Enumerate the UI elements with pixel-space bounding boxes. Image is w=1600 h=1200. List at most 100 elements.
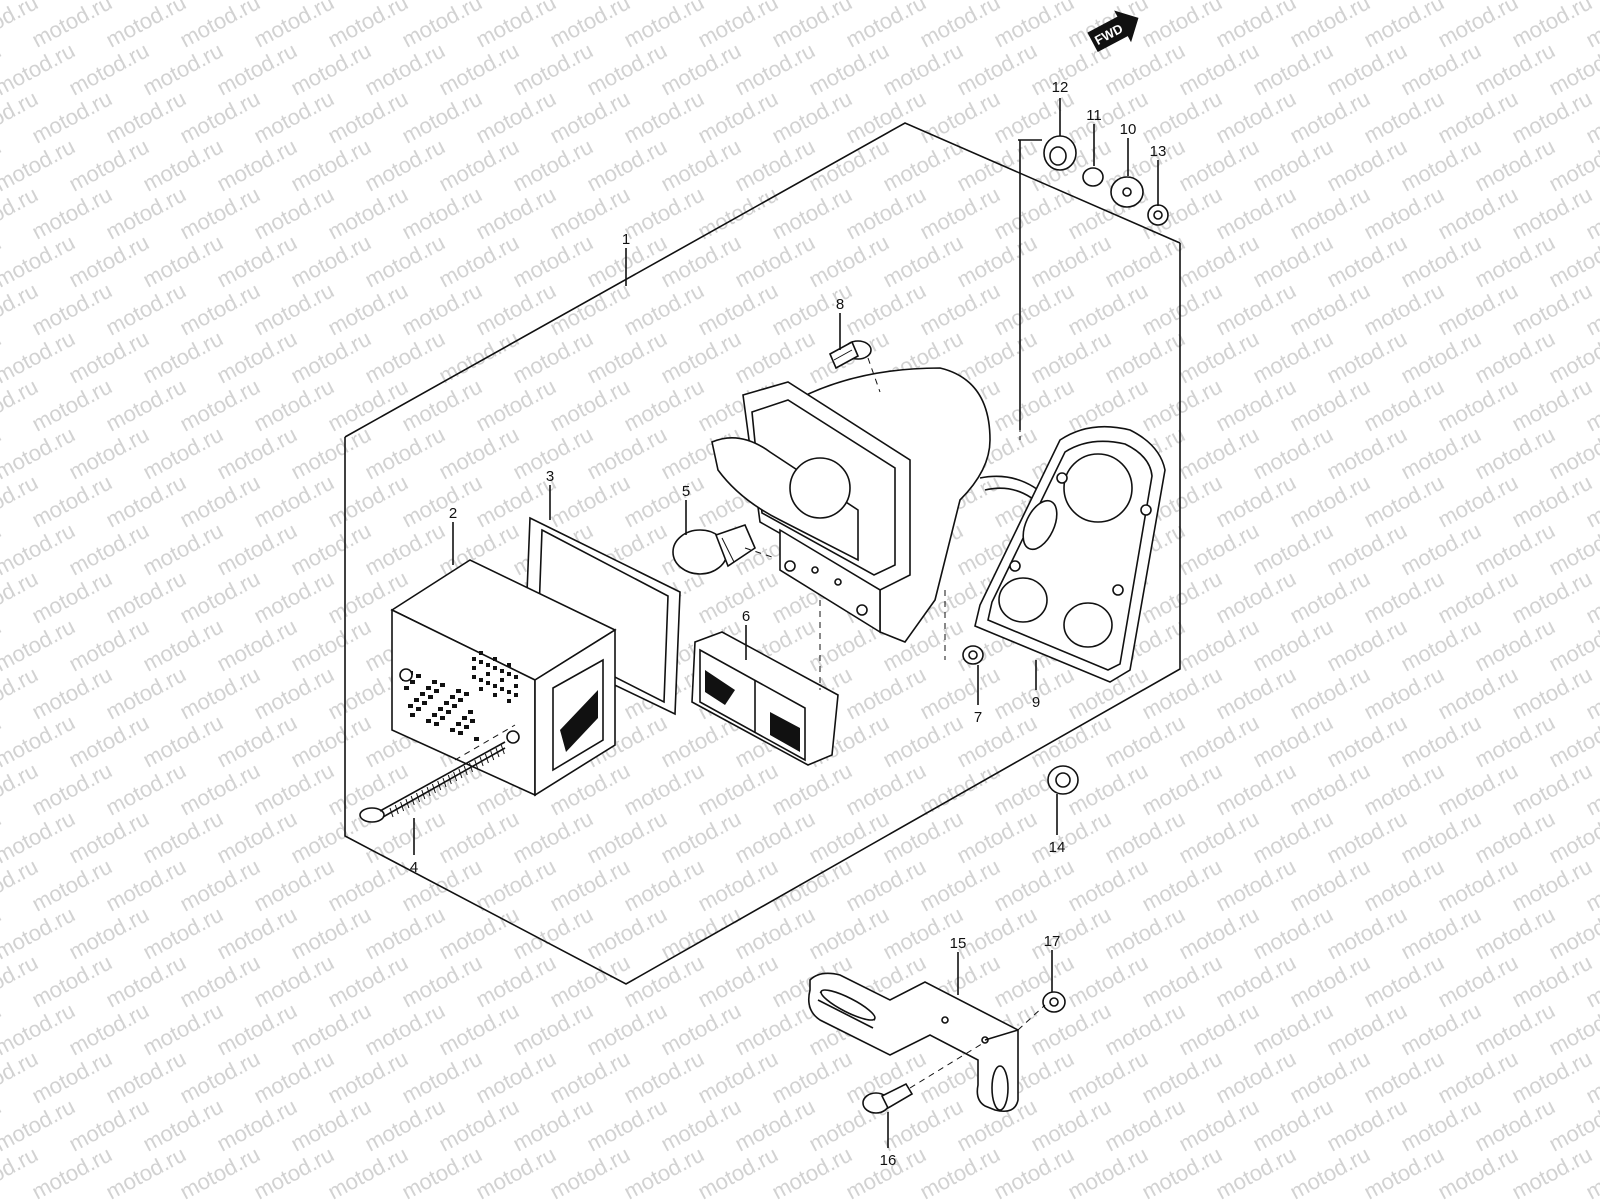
watermark-text: motod.ru xyxy=(768,758,856,821)
thread-line xyxy=(479,756,484,767)
watermark-text: motod.ru xyxy=(1360,950,1448,1013)
watermark-text: motod.ru xyxy=(398,1142,486,1200)
watermark-text: motod.ru xyxy=(1323,326,1411,389)
watermark-text: motod.ru xyxy=(435,998,523,1061)
watermark-text: motod.ru xyxy=(102,86,190,149)
watermark-text: motod.ru xyxy=(1434,1046,1522,1109)
watermark-text: motod.ru xyxy=(65,614,153,677)
watermark-text: motod.ru xyxy=(509,998,597,1061)
grommet-part xyxy=(1043,135,1077,171)
watermark-text: motod.ru xyxy=(250,86,338,149)
watermark-text: motod.ru xyxy=(435,806,523,869)
watermark-text: motod.ru xyxy=(361,326,449,389)
watermark-text: motod.ru xyxy=(139,326,227,389)
watermark-text: motod.ru xyxy=(139,710,227,773)
part-number-16: 16 xyxy=(880,1152,897,1169)
watermark-text: motod.ru xyxy=(472,182,560,245)
watermark-text: motod.ru xyxy=(731,902,819,965)
watermark-text: motod.ru xyxy=(1286,470,1374,533)
watermark-text: motod.ru xyxy=(213,614,301,677)
thread-line xyxy=(447,774,452,785)
part-number-7: 7 xyxy=(974,709,982,726)
watermark-text: motod.ru xyxy=(546,86,634,149)
watermark-text: motod.ru xyxy=(65,134,153,197)
watermark-text: motod.ru xyxy=(657,1094,745,1157)
watermark-text: motod.ru xyxy=(1471,998,1559,1061)
thread-line xyxy=(469,762,473,773)
watermark-text: motod.ru xyxy=(583,1094,671,1157)
watermark-text: motod.ru xyxy=(1397,134,1485,197)
watermark-text: motod.ru xyxy=(176,470,264,533)
watermark-text: motod.ru xyxy=(139,134,227,197)
watermark-text: motod.ru xyxy=(1212,470,1300,533)
watermark-text: motod.ru xyxy=(28,566,116,629)
part-number-8: 8 xyxy=(836,296,844,313)
watermark-text: motod.ru xyxy=(731,134,819,197)
watermark-text: motod.ru xyxy=(287,710,375,773)
watermark-text: motod.ru xyxy=(139,902,227,965)
watermark-text: motod.ru xyxy=(1027,998,1115,1061)
watermark-text: motod.ru xyxy=(28,950,116,1013)
watermark-text: motod.ru xyxy=(361,230,449,293)
watermark-text: motod.ru xyxy=(1212,182,1300,245)
watermark-text: motod.ru xyxy=(65,806,153,869)
watermark-text: motod.ru xyxy=(250,1142,338,1200)
watermark-text: motod.ru xyxy=(324,1142,412,1200)
watermark-text: motod.ru xyxy=(324,182,412,245)
watermark-text: motod.ru xyxy=(287,230,375,293)
watermark-text: motod.ru xyxy=(1360,0,1448,52)
watermark-text: motod.ru xyxy=(694,950,782,1013)
watermark-text: motod.ru xyxy=(1434,758,1522,821)
watermark-text: motod.ru xyxy=(1360,854,1448,917)
watermark-text: motod.ru xyxy=(1397,902,1485,965)
lens-cell xyxy=(416,707,421,711)
watermark-text: motod.ru xyxy=(842,758,930,821)
watermark-text: motod.ru xyxy=(620,1046,708,1109)
watermark-text: motod.ru xyxy=(1027,902,1115,965)
lens-cell xyxy=(456,722,461,726)
watermark-text: motod.ru xyxy=(1508,662,1596,725)
watermark-text: motod.ru xyxy=(287,998,375,1061)
watermark-text: motod.ru xyxy=(102,470,190,533)
watermark-text: motod.ru xyxy=(398,950,486,1013)
watermark-text: motod.ru xyxy=(990,662,1078,725)
watermark-text: motod.ru xyxy=(1027,230,1115,293)
watermark-text: motod.ru xyxy=(657,806,745,869)
watermark-text: motod.ru xyxy=(1471,134,1559,197)
watermark-text: motod.ru xyxy=(361,998,449,1061)
watermark-text: motod.ru xyxy=(102,854,190,917)
lens-cell xyxy=(464,725,469,729)
lens-cell xyxy=(472,675,476,679)
watermark-text: motod.ru xyxy=(1397,998,1485,1061)
lens-cell xyxy=(410,680,415,684)
watermark-text: motod.ru xyxy=(805,38,893,101)
watermark-text: motod.ru xyxy=(102,374,190,437)
watermark-text: motod.ru xyxy=(1471,326,1559,389)
watermark-text: motod.ru xyxy=(546,470,634,533)
bracket-nut-part xyxy=(1042,991,1066,1013)
watermark-text: motod.ru xyxy=(768,86,856,149)
watermark-text: motod.ru xyxy=(287,134,375,197)
watermark-text: motod.ru xyxy=(65,230,153,293)
watermark-text: motod.ru xyxy=(1323,134,1411,197)
watermark-text: motod.ru xyxy=(546,0,634,52)
watermark-text: motod.ru xyxy=(1471,518,1559,581)
nut-small-part xyxy=(962,645,984,665)
watermark-text: motod.ru xyxy=(1286,1046,1374,1109)
watermark-text: motod.ru xyxy=(28,278,116,341)
watermark-text: motod.ru xyxy=(842,1142,930,1200)
watermark-text: motod.ru xyxy=(842,86,930,149)
watermark-text: motod.ru xyxy=(324,374,412,437)
watermark-text: motod.ru xyxy=(731,326,819,389)
watermark-text: motod.ru xyxy=(805,902,893,965)
watermark-text: motod.ru xyxy=(620,0,708,52)
lens-cell xyxy=(420,692,425,696)
thread-line xyxy=(410,795,415,806)
watermark-text: motod.ru xyxy=(213,230,301,293)
part-number-14: 14 xyxy=(1049,839,1066,856)
lens-cell xyxy=(428,695,433,699)
watermark-text: motod.ru xyxy=(324,278,412,341)
watermark-text: motod.ru xyxy=(213,326,301,389)
watermark-text: motod.ru xyxy=(694,0,782,52)
watermark-text: motod.ru xyxy=(1212,854,1300,917)
